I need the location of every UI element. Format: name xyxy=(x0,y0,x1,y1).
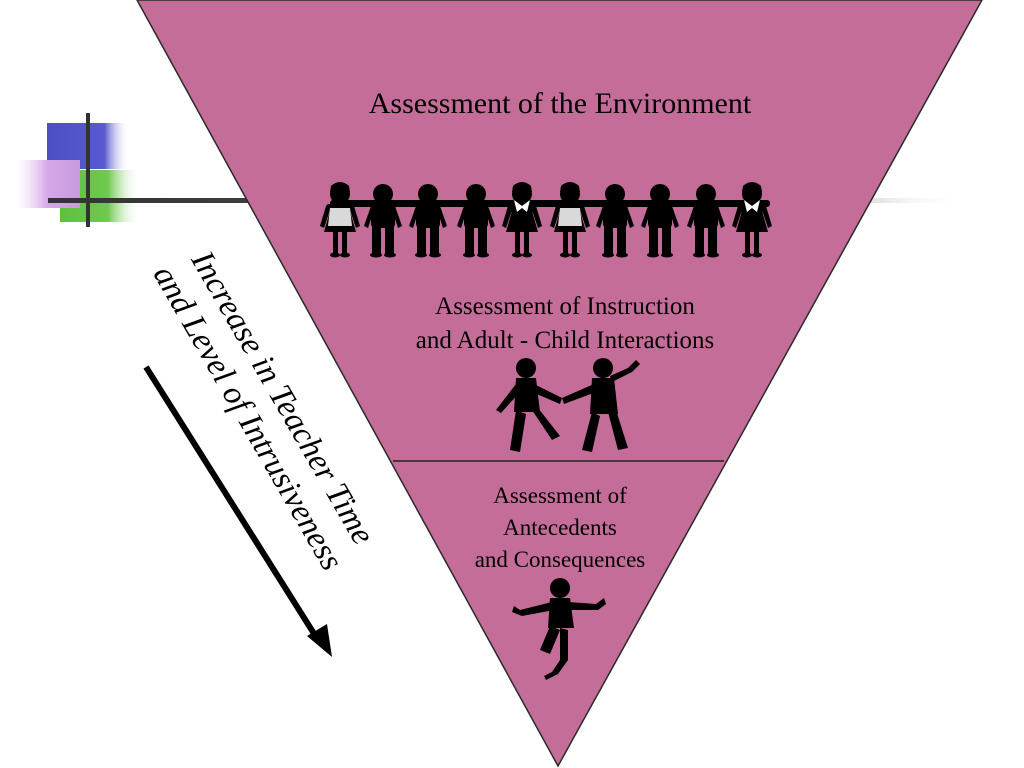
dress-details xyxy=(328,200,760,226)
level-bottom-label: Assessment of Antecedents and Consequenc… xyxy=(430,480,690,576)
child-jumping-icon xyxy=(512,578,606,680)
logo-vertical-line xyxy=(86,113,90,227)
level-bottom-line3: and Consequences xyxy=(474,547,646,572)
children-holding-hands-icon xyxy=(320,182,772,258)
level-middle-label: Assessment of Instruction and Adult - Ch… xyxy=(360,290,770,358)
level-middle-line2: and Adult - Child Interactions xyxy=(415,327,715,354)
level-middle-line1: Assessment of Instruction xyxy=(435,293,695,320)
arrow-down-right-icon xyxy=(143,365,332,657)
arrow-shaft xyxy=(143,365,321,642)
level-top-title: Assessment of the Environment xyxy=(368,87,752,120)
two-children-icon xyxy=(496,358,640,452)
arrow-head xyxy=(307,624,332,657)
level-bottom-line1: Assessment of xyxy=(493,483,627,508)
level-bottom-line2: Antecedents xyxy=(503,515,617,540)
